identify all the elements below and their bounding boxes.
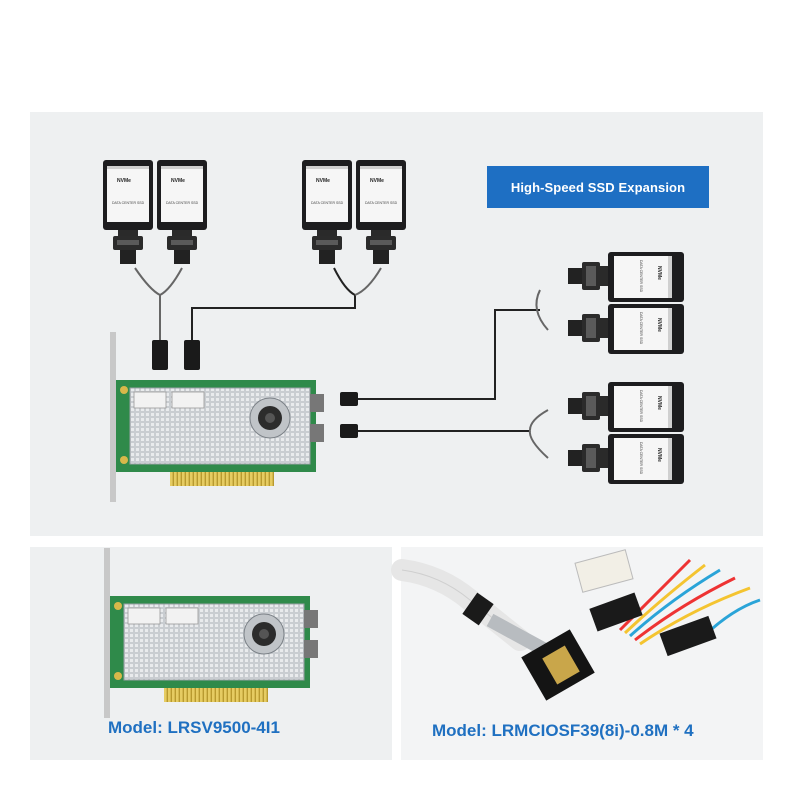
cable-plug-1 bbox=[152, 340, 168, 370]
ssd-top-2 bbox=[157, 160, 207, 264]
ssd-right-2 bbox=[568, 304, 684, 354]
card-photo bbox=[103, 547, 319, 719]
ssd-expansion-banner: High-Speed SSD Expansion bbox=[487, 166, 709, 208]
ssd-right-1 bbox=[568, 252, 684, 302]
side-plug-2 bbox=[340, 424, 358, 438]
cable-split-2b bbox=[354, 267, 382, 296]
ssd-right-3 bbox=[568, 382, 684, 432]
cable-split-1b bbox=[159, 267, 183, 296]
cable-split-4 bbox=[528, 409, 549, 459]
cable-split-2 bbox=[191, 267, 356, 340]
mcio-cable-photo bbox=[391, 549, 761, 701]
cable-model-label: Model: LRMCIOSF39(8i)-0.8M * 4 bbox=[432, 721, 694, 740]
cable-right-1 bbox=[358, 309, 540, 400]
pcie-adapter-card bbox=[109, 331, 325, 503]
cable-split-1a bbox=[134, 267, 161, 340]
side-plug-1 bbox=[340, 392, 358, 406]
ssd-top-3 bbox=[302, 160, 352, 264]
ssd-top-4 bbox=[356, 160, 406, 264]
ssd-top-1 bbox=[103, 160, 153, 264]
card-model-label: Model: LRSV9500-4I1 bbox=[108, 718, 280, 737]
ssd-right-4 bbox=[568, 434, 684, 484]
cable-plug-2 bbox=[184, 340, 200, 370]
cable-split-3 bbox=[535, 289, 549, 331]
